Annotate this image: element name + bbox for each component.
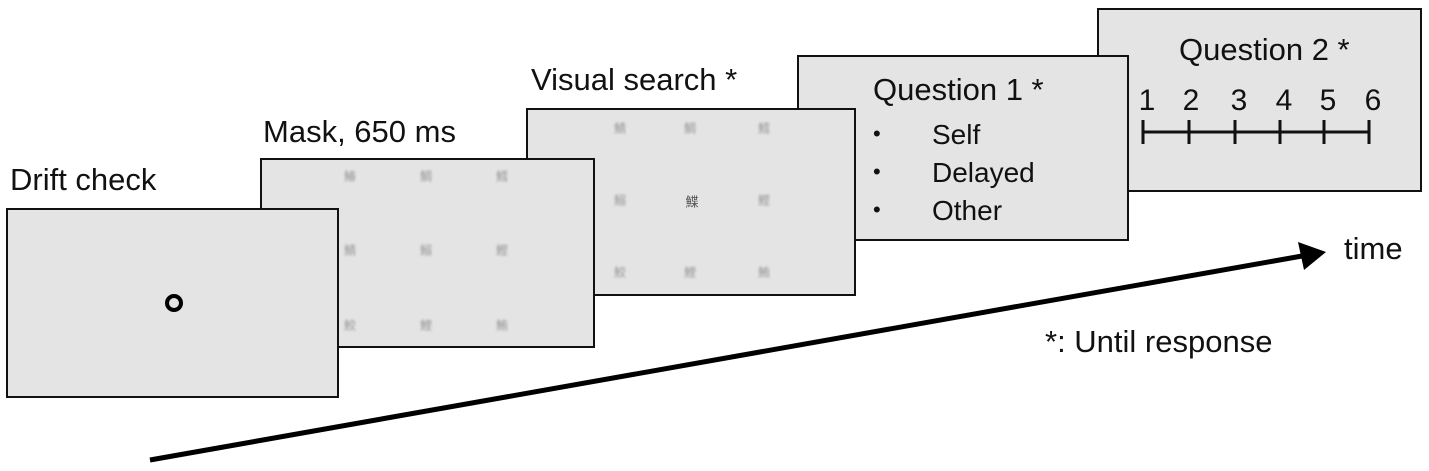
search-glyph: 鰹	[757, 193, 771, 208]
mask-glyph: 鮫	[343, 318, 357, 333]
scale-line	[1141, 120, 1371, 144]
search-glyph: 鮫	[613, 265, 627, 280]
scale-label-6: 6	[1364, 84, 1382, 117]
scale-label-3: 3	[1230, 84, 1248, 117]
mask-glyph: 鮪	[495, 318, 509, 333]
bullet-2: •	[873, 159, 881, 184]
bullet-1: •	[873, 121, 881, 146]
question1-title: Question 1 *	[873, 72, 1044, 107]
mask-glyph: 鰯	[419, 243, 433, 258]
search-glyph: 鮪	[757, 265, 771, 280]
search-glyph: 鯖	[613, 121, 627, 136]
search-glyph: 鯉	[683, 265, 697, 280]
scale-label-1: 1	[1138, 84, 1156, 117]
scale-label-4: 4	[1275, 84, 1293, 117]
question2-screen: Question 2 * 1 2 3 4 5 6	[1097, 8, 1422, 192]
mask-glyph: 鯛	[419, 169, 433, 184]
drift-check-label: Drift check	[10, 162, 157, 197]
drift-check-screen	[6, 208, 339, 398]
mask-glyph: 鱈	[495, 169, 509, 184]
ring-fixation-icon	[165, 294, 183, 312]
footnote-label: *: Until response	[1045, 324, 1273, 359]
visual-search-label: Visual search *	[531, 62, 738, 97]
question2-title: Question 2 *	[1179, 32, 1350, 67]
mask-label: Mask, 650 ms	[263, 114, 456, 149]
scale-label-5: 5	[1319, 84, 1337, 117]
bullet-3: •	[873, 197, 881, 222]
option-delayed: Delayed	[932, 157, 1035, 188]
mask-glyph: 鰹	[495, 243, 509, 258]
mask-glyph: 鯉	[419, 318, 433, 333]
search-glyph: 鯛	[683, 121, 697, 136]
scale-label-2: 2	[1182, 84, 1200, 117]
search-glyph: 鰯	[613, 193, 627, 208]
mask-screen: 鰆 鯛 鱈 鯖 鰯 鰹 鮫 鯉 鮪	[260, 158, 595, 348]
option-other: Other	[932, 195, 1003, 226]
option-self: Self	[932, 119, 981, 150]
mask-glyph: 鰆	[343, 169, 357, 184]
search-glyph: 鱈	[757, 121, 771, 136]
search-target-glyph: 鰈	[685, 195, 699, 211]
mask-glyph: 鯖	[343, 243, 357, 258]
time-label: time	[1344, 231, 1403, 266]
